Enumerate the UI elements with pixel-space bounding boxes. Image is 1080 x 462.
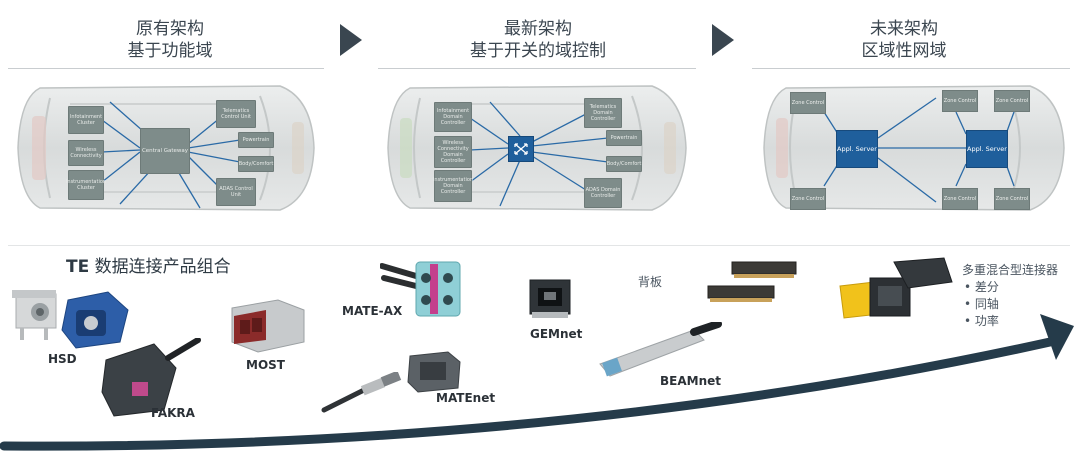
fakra-connector-image bbox=[101, 338, 201, 417]
zone-control-top-right: Zone Control bbox=[994, 90, 1030, 112]
hybrid-feature-coax: • 同轴 bbox=[964, 297, 999, 311]
hybrid-feature-power: • 功率 bbox=[964, 314, 999, 328]
matenet-cable-image bbox=[321, 372, 402, 413]
beamnet-transceiver-image bbox=[599, 322, 722, 377]
module-body-comfort: Body/Comfort bbox=[238, 156, 274, 172]
module-central-gateway: Central Gateway bbox=[140, 128, 190, 174]
module-powertrain: Powertrain bbox=[606, 130, 642, 146]
header-future-line1: 未来架构 bbox=[870, 19, 938, 39]
hsd-connector-image bbox=[12, 290, 57, 340]
header-legacy-line2: 基于功能域 bbox=[127, 41, 213, 61]
zone-control-rear-left: Zone Control bbox=[790, 188, 826, 210]
header-divider-1 bbox=[8, 68, 324, 69]
most-connector-image bbox=[231, 299, 305, 353]
car-diagram-future: Zone Control Zone Control Appl. Server A… bbox=[756, 78, 1070, 218]
zone-control-top-mid: Zone Control bbox=[942, 90, 978, 112]
header-legacy-line1: 原有架构 bbox=[136, 19, 204, 39]
chevron-right-icon bbox=[712, 24, 734, 56]
switch-arrows-icon bbox=[514, 143, 528, 155]
portfolio-title: TE 数据连接产品组合 bbox=[66, 252, 231, 277]
car-diagram-latest: Infotainment Domain Controller Wireless … bbox=[380, 78, 692, 218]
module-telematics-control-unit: Telematics Control Unit bbox=[216, 100, 256, 128]
hsd-blue-connector-image bbox=[61, 291, 129, 349]
module-telematics-domain-controller: Telematics Domain Controller bbox=[584, 98, 622, 128]
hybrid-title: 多重混合型连接器 bbox=[962, 263, 1059, 277]
zone-control-front-left: Zone Control bbox=[790, 92, 826, 114]
portfolio-title-text: 数据连接产品组合 bbox=[94, 257, 231, 277]
module-adas-control-unit: ADAS Control Unit bbox=[216, 178, 256, 206]
section-divider bbox=[8, 245, 1070, 246]
hybrid-feature-list: • 差分 • 同轴 • 功率 bbox=[962, 279, 1058, 330]
header-legacy: 原有架构 基于功能域 bbox=[30, 18, 310, 62]
module-instrumentation-domain-controller: Instrumentation Domain Controller bbox=[433, 170, 473, 202]
mate-ax-connector-image bbox=[380, 261, 461, 317]
car-diagram-legacy: Infotainment Cluster Wireless Connectivi… bbox=[10, 78, 320, 218]
header-latest-line2: 基于开关的域控制 bbox=[470, 41, 606, 61]
car-outline-icon bbox=[387, 85, 687, 211]
trend-arrow-icon bbox=[0, 314, 1074, 451]
matenet-connector-image bbox=[407, 351, 461, 393]
label-backplane: 背板 bbox=[638, 275, 663, 289]
header-divider-2 bbox=[378, 68, 696, 69]
header-divider-3 bbox=[752, 68, 1070, 69]
appl-server-right: Appl. Server bbox=[966, 130, 1008, 168]
label-fakra: FAKRA bbox=[151, 406, 195, 420]
hybrid-connector-image bbox=[839, 257, 953, 319]
module-instrumentation-cluster: Instrumentation Cluster bbox=[66, 170, 106, 200]
chevron-right-icon bbox=[340, 24, 362, 56]
header-future-line2: 区域性网域 bbox=[861, 41, 947, 61]
gemnet-connector-image bbox=[529, 279, 571, 318]
hybrid-connector-description: 多重混合型连接器 • 差分 • 同轴 • 功率 bbox=[962, 262, 1058, 330]
module-body-comfort: Body/Comfort bbox=[606, 156, 642, 172]
header-latest: 最新架构 基于开关的域控制 bbox=[398, 18, 678, 62]
module-infotainment-domain-controller: Infotainment Domain Controller bbox=[434, 102, 472, 132]
header-future: 未来架构 区域性网域 bbox=[764, 18, 1044, 62]
label-hsd: HSD bbox=[48, 352, 77, 366]
appl-server-left: Appl. Server bbox=[836, 130, 878, 168]
portfolio-title-brand: TE bbox=[66, 257, 90, 277]
label-mate-ax: MATE-AX bbox=[342, 304, 403, 318]
module-wireless-connectivity: Wireless Connectivity bbox=[68, 140, 104, 166]
module-adas-domain-controller: ADAS Domain Controller bbox=[584, 178, 622, 208]
label-beamnet: BEAMnet bbox=[660, 374, 721, 388]
zone-control-bottom-mid: Zone Control bbox=[942, 188, 978, 210]
module-powertrain: Powertrain bbox=[238, 132, 274, 148]
backplane-connector-image bbox=[707, 261, 797, 302]
label-matenet: MATEnet bbox=[436, 391, 496, 405]
module-wireless-connectivity-domain-controller: Wireless Connectivity Domain Controller bbox=[434, 136, 472, 168]
label-gemnet: GEMnet bbox=[530, 327, 583, 341]
module-infotainment-cluster: Infotainment Cluster bbox=[68, 106, 104, 134]
label-most: MOST bbox=[246, 358, 285, 372]
network-switch-icon bbox=[508, 136, 534, 162]
zone-control-bottom-right: Zone Control bbox=[994, 188, 1030, 210]
header-latest-line1: 最新架构 bbox=[504, 19, 572, 39]
hybrid-feature-differential: • 差分 bbox=[964, 280, 999, 294]
